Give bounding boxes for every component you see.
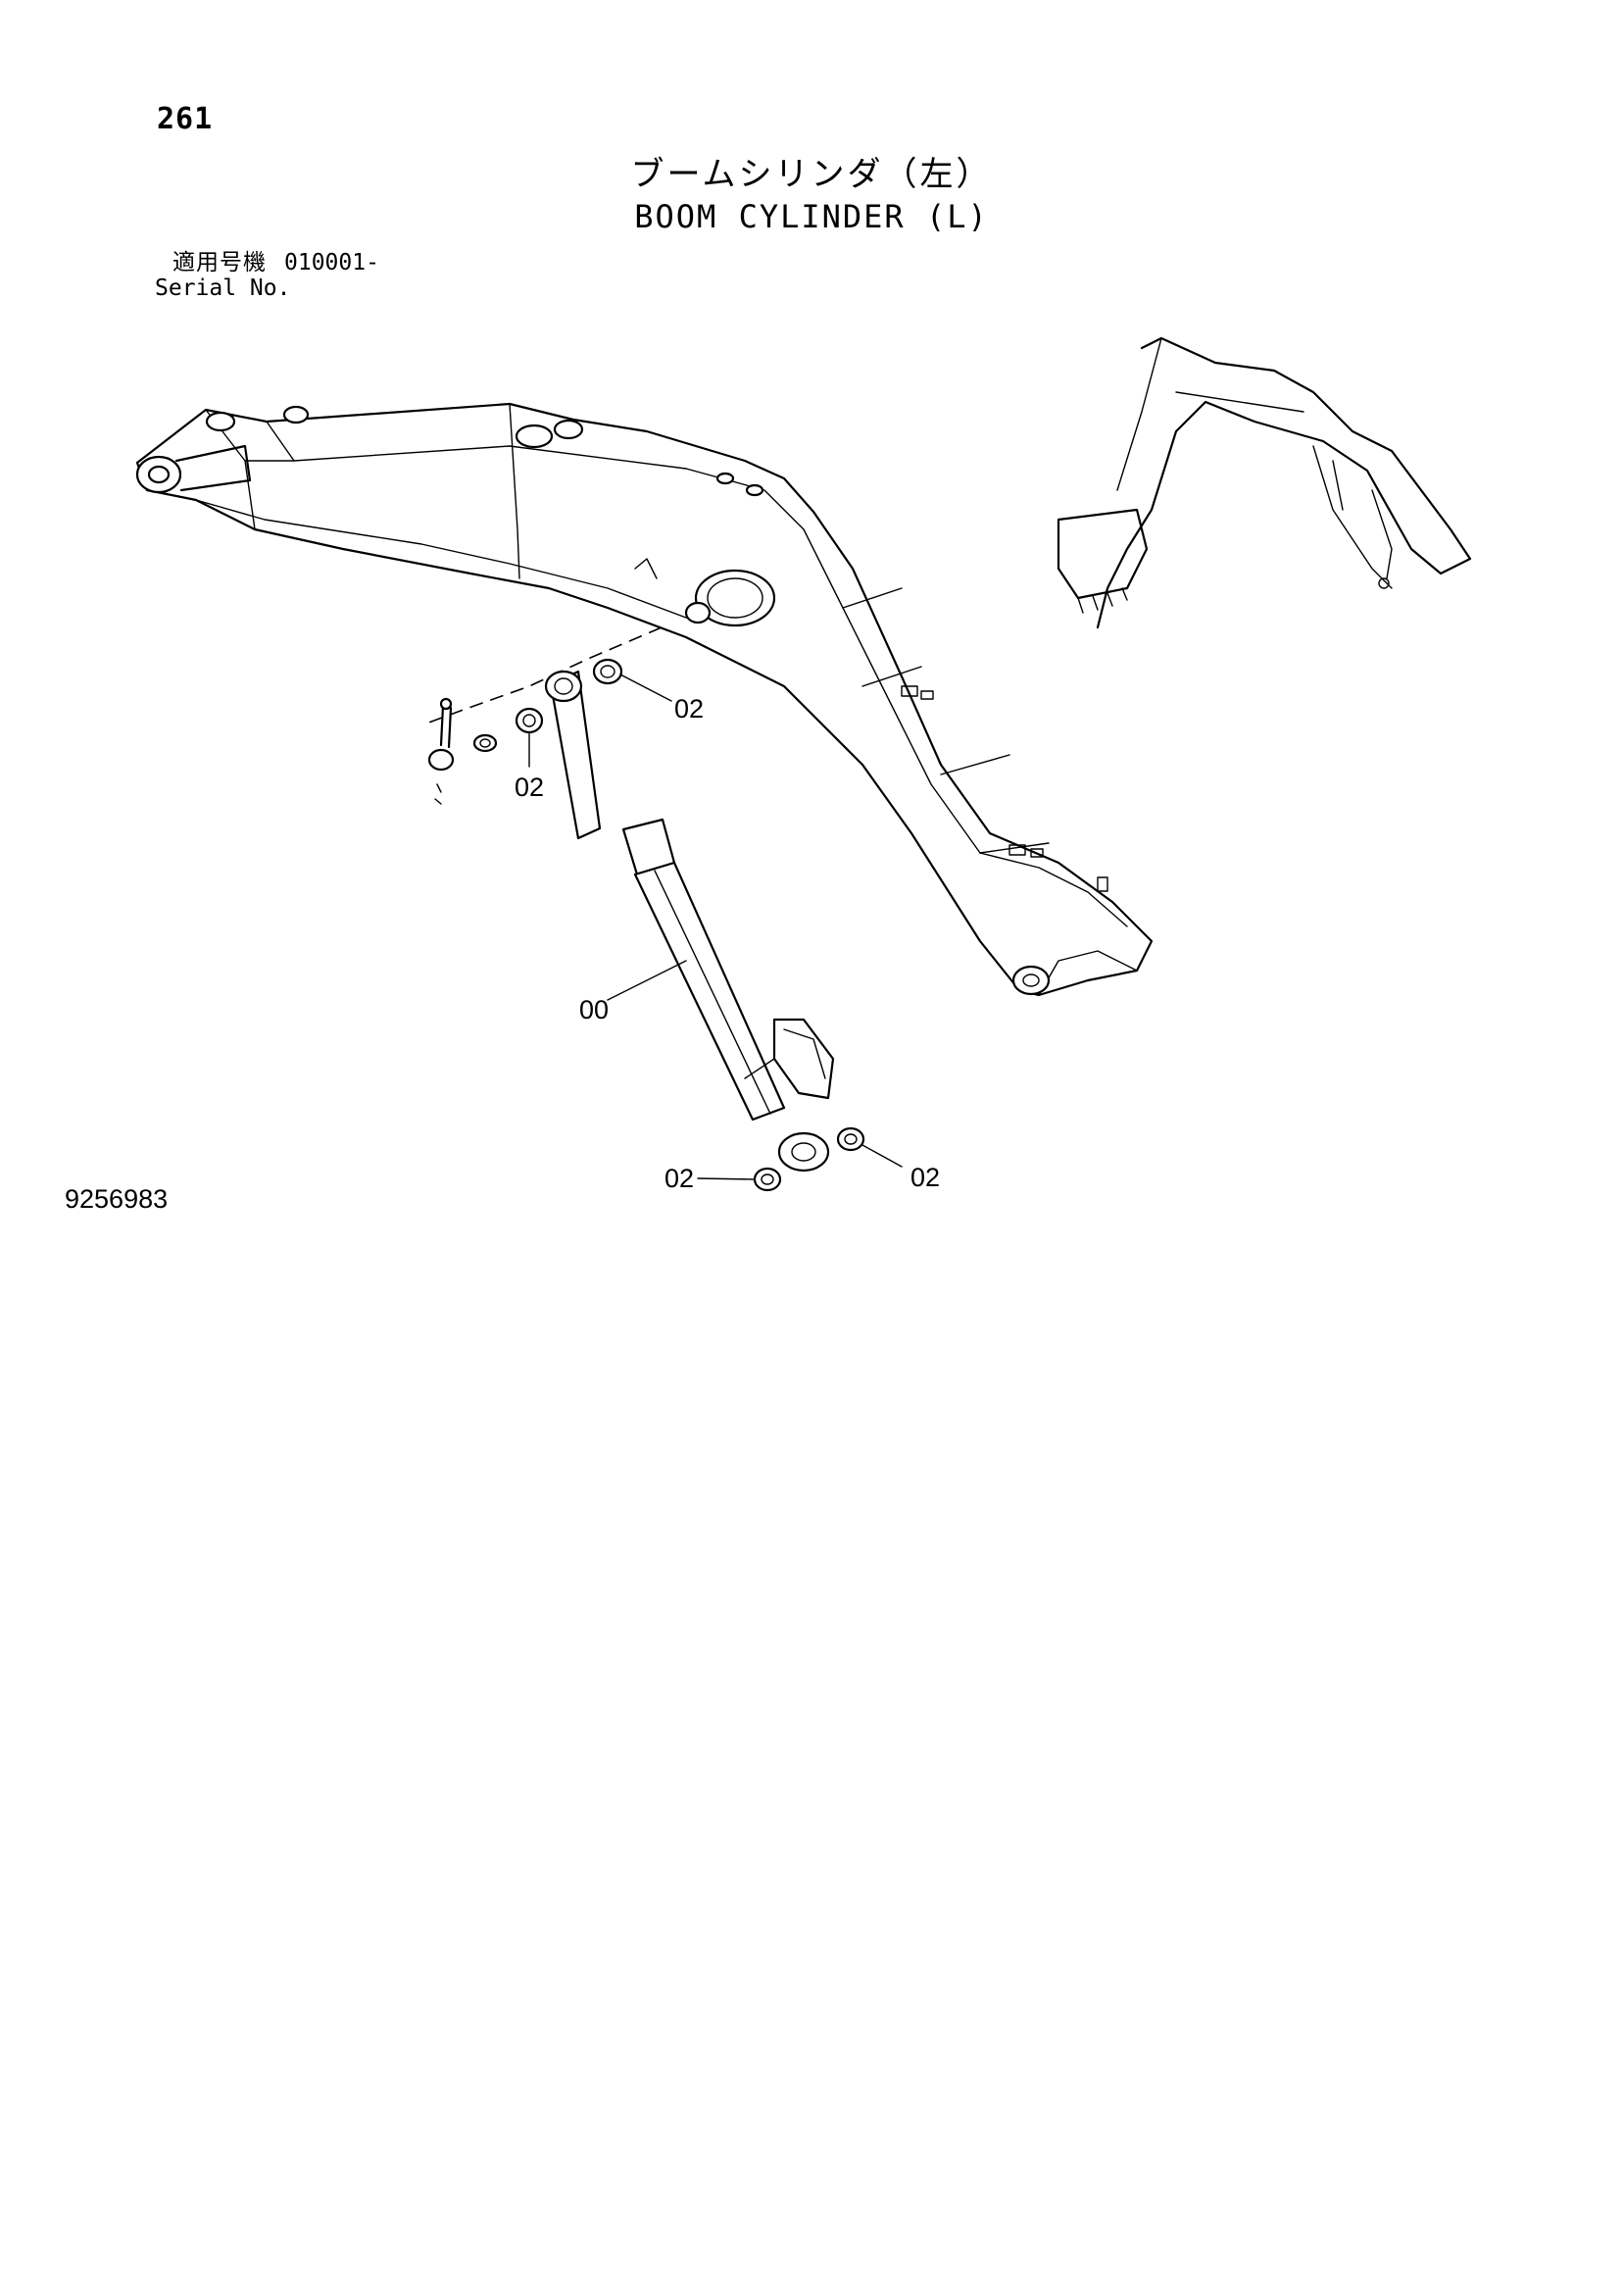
serial-label-japanese: 適用号機 <box>172 250 267 275</box>
callout-02-upper-left: 02 <box>515 773 544 802</box>
serial-value: 010001- <box>284 250 379 275</box>
callout-leaders <box>528 674 903 1180</box>
callout-02-lower-right: 02 <box>910 1163 940 1192</box>
boom-arm-illustration <box>135 402 1154 997</box>
page-number: 261 <box>157 102 214 136</box>
serial-info: 適用号機 010001- Serial No. <box>155 250 379 301</box>
callout-02-lower-left: 02 <box>664 1164 694 1193</box>
drawing-number: 9256983 <box>65 1184 169 1214</box>
bushing-upper-right <box>592 658 623 685</box>
boom-cylinder-illustration <box>544 670 835 1173</box>
title-japanese: ブームシリンダ（左） <box>630 155 993 194</box>
bushing-lower-left <box>753 1167 782 1192</box>
serial-row-jp: 適用号機 010001- <box>155 250 379 275</box>
assembly-line <box>425 626 663 724</box>
bushing-lower-right <box>836 1126 865 1152</box>
callout-00-boom-cylinder: 00 <box>579 995 609 1024</box>
pin-and-nut <box>427 697 498 805</box>
serial-label-english: Serial No. <box>155 275 291 301</box>
excavator-location-illustration <box>1057 336 1472 629</box>
callout-02-upper-right: 02 <box>674 694 704 724</box>
bushing-upper-left <box>515 707 544 734</box>
title-english: BOOM CYLINDER (L) <box>634 198 989 235</box>
